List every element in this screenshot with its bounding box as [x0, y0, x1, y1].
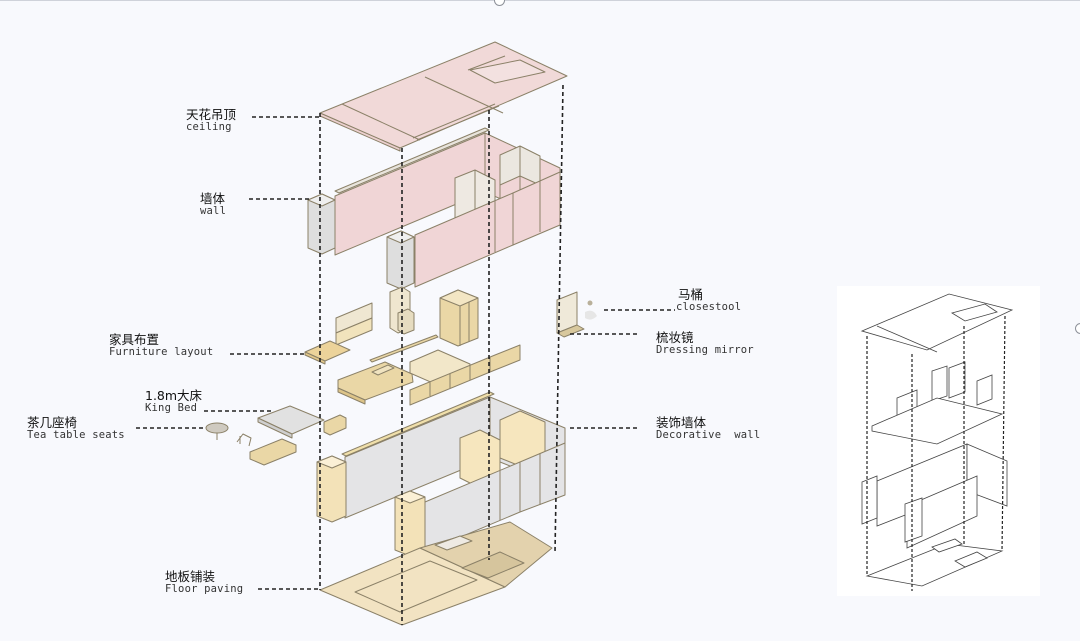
- label-king-bed-en: King Bed: [145, 401, 198, 414]
- label-closestool-zh: 马桶: [678, 287, 704, 302]
- guide-lines: [136, 84, 675, 625]
- label-king-bed-zh: 1.8m大床: [145, 388, 203, 403]
- label-closestool: 马桶 closestool: [676, 288, 741, 313]
- thumbnail-line-drawing: [837, 286, 1040, 596]
- label-wall: 墙体 wall: [200, 192, 226, 217]
- label-furniture-zh: 家具布置: [109, 332, 160, 347]
- wall-layer: [307, 127, 561, 290]
- label-dressing-mirror-en: Dressing mirror: [656, 343, 754, 356]
- label-ceiling-zh: 天花吊顶: [186, 107, 237, 122]
- floor-layer: [319, 521, 553, 626]
- label-furniture: 家具布置 Furniture layout: [109, 333, 213, 358]
- bed-tea-cluster: [205, 405, 347, 466]
- label-tea-table: 茶几座椅 Tea table seats: [27, 416, 125, 441]
- label-wall-en: wall: [200, 204, 227, 217]
- label-closestool-en: closestool: [676, 300, 742, 313]
- label-floor-en: Floor paving: [165, 582, 244, 595]
- label-decorative-wall-en: Decorative wall: [656, 428, 761, 441]
- label-decorative-wall-zh: 装饰墙体: [656, 415, 707, 430]
- selection-frame-top-edge: [0, 0, 1080, 1]
- label-dressing-mirror-zh: 梳妆镜: [656, 330, 694, 345]
- selection-resize-handle-right[interactable]: [1075, 323, 1080, 334]
- label-ceiling: 天花吊顶 ceiling: [186, 108, 236, 133]
- label-tea-table-zh: 茶几座椅: [27, 415, 78, 430]
- furniture-layer: [304, 286, 597, 406]
- label-furniture-en: Furniture layout: [109, 345, 214, 358]
- label-king-bed: 1.8m大床 King Bed: [145, 389, 202, 414]
- label-wall-zh: 墙体: [200, 191, 226, 206]
- label-floor-zh: 地板铺装: [165, 569, 216, 584]
- decorative-wall-layer: [316, 391, 566, 557]
- label-dressing-mirror: 梳妆镜 Dressing mirror: [656, 331, 754, 356]
- label-floor: 地板铺装 Floor paving: [165, 570, 243, 595]
- label-tea-table-en: Tea table seats: [27, 428, 125, 441]
- label-ceiling-en: ceiling: [186, 120, 232, 133]
- ceiling-layer: [319, 41, 568, 152]
- label-decorative-wall: 装饰墙体 Decorative wall: [656, 416, 760, 441]
- thumbnail-diagram: [860, 293, 1014, 591]
